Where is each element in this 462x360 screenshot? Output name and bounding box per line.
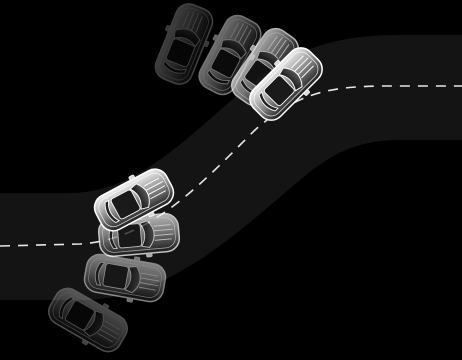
lane-change-illustration — [0, 0, 462, 360]
